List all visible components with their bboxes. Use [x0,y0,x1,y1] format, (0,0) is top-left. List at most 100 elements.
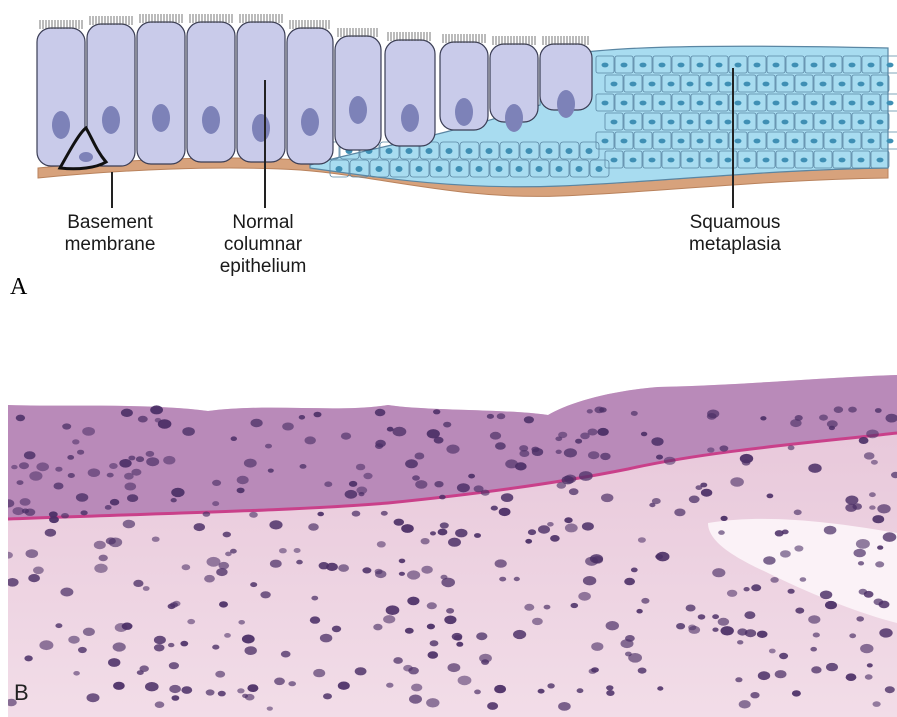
cell-nucleus [856,539,870,549]
squamous-nucleus [735,63,742,68]
squamous-nucleus [773,63,780,68]
squamous-nucleus [744,82,751,87]
cell-nucleus [393,657,403,664]
squamous-nucleus [640,101,647,106]
cell-nucleus [631,568,638,573]
cell-nucleus [737,640,743,644]
cell-nucleus [428,651,439,658]
squamous-nucleus [735,101,742,106]
squamous-nucleus [426,148,433,154]
cell-nucleus [854,549,866,558]
cell-nucleus [575,439,582,444]
cell-nucleus [515,462,527,470]
cell-nucleus [606,690,614,696]
cell-nucleus [110,499,119,506]
cell-nucleus [231,436,237,441]
cell-nucleus [168,643,174,647]
squamous-nucleus [811,139,818,144]
cell-nucleus [657,686,663,690]
cell-nucleus [170,602,178,608]
squamous-nucleus [678,101,685,106]
cell-nucleus [237,688,244,693]
cell-nucleus [730,477,744,486]
cell-nucleus [83,628,95,636]
cell-nucleus [491,506,498,511]
cell-nucleus [782,530,789,535]
squamous-nucleus [782,158,789,163]
cell-nucleus [446,445,459,454]
squamous-nucleus [596,166,603,172]
cell-nucleus [375,443,383,449]
cell-nucleus [808,464,821,473]
cell-nucleus [444,616,456,625]
cell-nucleus [864,591,874,598]
cell-nucleus [656,552,670,562]
cell-nucleus [187,619,195,624]
columnar-nucleus [455,98,473,126]
cell-nucleus [182,564,191,570]
squamous-nucleus [621,101,628,106]
cell-nucleus [550,535,560,542]
cell-nucleus [155,701,165,708]
cell-nucleus [869,505,875,509]
cell-nucleus [300,464,307,469]
squamous-nucleus [744,120,751,125]
cell-nucleus [29,471,42,480]
cell-nucleus [145,682,159,691]
squamous-nucleus [849,139,856,144]
squamous-nucleus [773,139,780,144]
cell-nucleus [107,473,114,478]
cell-nucleus [871,460,878,465]
cell-nucleus [848,407,857,413]
squamous-nucleus [687,120,694,125]
cell-nucleus [383,615,395,623]
squamous-nucleus [830,139,837,144]
cell-nucleus [375,409,386,416]
schematic-diagram [0,0,897,310]
squamous-nucleus [526,148,533,154]
cell-nucleus [757,631,768,638]
cell-nucleus [846,673,857,681]
squamous-nucleus [446,148,453,154]
cell-nucleus [403,665,413,672]
columnar-nucleus [349,96,367,124]
cell-nucleus [282,423,294,431]
cell-nucleus [688,625,696,631]
squamous-nucleus [744,158,751,163]
cell-nucleus [105,505,112,510]
cell-nucleus [474,690,481,695]
squamous-nucleus [801,120,808,125]
cell-nucleus [412,475,420,480]
cell-nucleus [88,468,100,477]
cell-nucleus [375,569,383,575]
squamous-nucleus [602,101,609,106]
cell-nucleus [219,601,228,607]
squamous-nucleus [706,158,713,163]
columnar-cell [335,36,381,150]
cell-nucleus [664,457,676,465]
cell-nucleus [860,644,873,653]
cell-nucleus [495,559,507,567]
cell-nucleus [119,459,131,468]
squamous-nucleus [476,166,483,172]
cell-nucleus [519,445,528,451]
cell-nucleus [269,520,282,529]
squamous-nucleus [516,166,523,172]
cell-nucleus [122,623,133,630]
cell-nucleus [203,512,211,517]
cell-nucleus [875,408,882,413]
cell-nucleus [750,692,759,698]
cell-nucleus [274,678,285,686]
cell-nucleus [440,522,449,528]
squamous-nucleus [630,158,637,163]
squamous-nucleus [386,148,393,154]
cell-nucleus [866,430,879,439]
cell-nucleus [454,635,462,641]
cell-nucleus [621,639,634,648]
cell-nucleus [68,473,75,478]
cell-nucleus [443,422,451,428]
squamous-nucleus [849,63,856,68]
cell-nucleus [727,590,737,597]
cell-nucleus [427,624,435,630]
cell-nucleus [22,509,29,514]
